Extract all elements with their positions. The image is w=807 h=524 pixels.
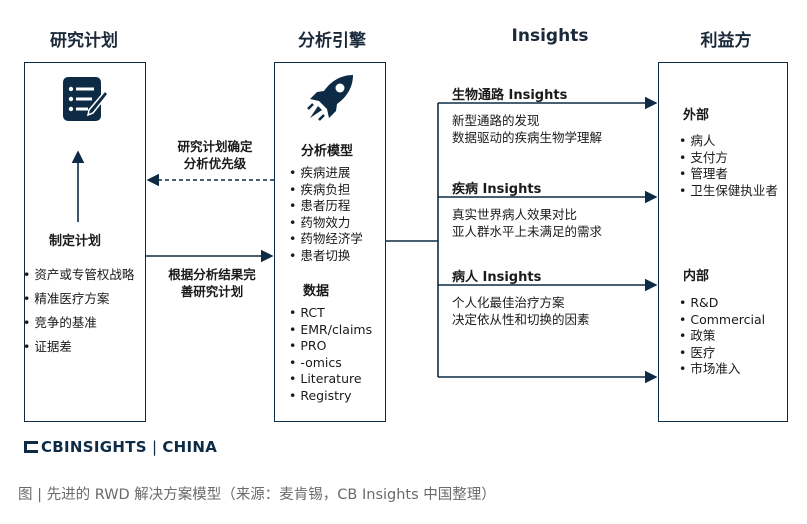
- list-item: • 患者历程: [289, 198, 351, 213]
- column-title-research: 研究计划: [50, 31, 118, 51]
- list-item: • Registry: [289, 387, 352, 403]
- list-item: • 药物经济学: [289, 231, 363, 246]
- figure-caption: 图 | 先进的 RWD 解决方案模型（来源：麦肯锡，CB Insights 中国…: [18, 487, 496, 503]
- list-item: • -omics: [289, 354, 342, 370]
- rocket-icon: [305, 71, 357, 123]
- list-item: • PRO: [289, 338, 327, 353]
- insight-body-pathway: 新型通路的发现 数据驱动的疾病生物学理解: [452, 113, 603, 145]
- insight-body-patient: 个人化最佳治疗方案 决定依从性和切换的因素: [452, 295, 590, 327]
- list-item: • 竞争的基准: [23, 315, 97, 330]
- list-item: • 卫生保健执业者: [679, 182, 778, 198]
- models-list: • 疾病进展 • 疾病负担 • 患者历程 • 药物效力 • 药物经济学 • 患者…: [289, 165, 363, 264]
- list-item: • 药物效力: [289, 214, 351, 230]
- list-item: • 资产或专管权战略: [23, 267, 135, 282]
- insight-title-patient: 病人 Insights: [452, 270, 542, 285]
- insight-title-pathway: 生物通路 Insights: [452, 88, 568, 103]
- list-item: • 支付方: [679, 149, 728, 165]
- external-title: 外部: [683, 108, 710, 123]
- arrow-label-refine: 根据分析结果完 善研究计划: [168, 267, 256, 299]
- column-title-engine: 分析引擎: [298, 31, 366, 51]
- models-title: 分析模型: [301, 144, 354, 159]
- arrow-label-priorities: 研究计划确定 分析优先级: [177, 139, 253, 171]
- list-item: • 市场准入: [679, 361, 741, 376]
- list-item: • 证据差: [23, 339, 72, 354]
- list-item: • RCT: [289, 305, 325, 320]
- list-item: • 政策: [679, 328, 716, 343]
- list-item: • 管理者: [679, 166, 728, 181]
- checklist-icon: [61, 75, 110, 123]
- analysis-engine-box: 分析模型 • 疾病进展 • 疾病负担 • 患者历程 • 药物效力 • 药物经济学…: [274, 62, 386, 422]
- list-item: • Commercial: [679, 311, 766, 327]
- data-title: 数据: [303, 284, 330, 299]
- list-item: • Literature: [289, 371, 362, 386]
- insight-body-disease: 真实世界病人效果对比 亚人群水平上未满足的需求: [452, 207, 603, 239]
- internal-list: • R&D • Commercial • 政策 • 医疗 • 市场准入: [679, 295, 765, 378]
- list-item: • 疾病负担: [289, 181, 351, 197]
- data-list: • RCT • EMR/claims • PRO • -omics • Lite…: [289, 305, 372, 404]
- list-item: • R&D: [679, 295, 719, 310]
- list-item: • EMR/claims: [289, 321, 373, 337]
- insight-title-disease: 疾病 Insights: [452, 182, 542, 197]
- list-item: • 医疗: [679, 344, 716, 360]
- list-item: • 病人: [679, 133, 716, 148]
- column-title-stakeholders: 利益方: [700, 31, 752, 51]
- logo-mark-icon: [24, 441, 38, 453]
- internal-title: 内部: [683, 269, 710, 284]
- plan-label: 制定计划: [49, 234, 102, 249]
- list-item: • 患者切换: [289, 247, 351, 263]
- stakeholders-box: 外部 • 病人 • 支付方 • 管理者 • 卫生保健执业者 内部 • R&D •…: [658, 62, 788, 422]
- list-item: • 精准医疗方案: [23, 291, 110, 306]
- column-title-insights: Insights: [511, 26, 589, 46]
- list-item: • 疾病进展: [289, 165, 351, 180]
- research-list: • 资产或专管权战略 • 精准医疗方案 • 竞争的基准 • 证据差: [23, 263, 134, 359]
- research-plan-box: 制定计划 • 资产或专管权战略 • 精准医疗方案 • 竞争的基准 • 证据差: [23, 62, 146, 422]
- cb-insights-logo: CBINSIGHTS | CHINA: [24, 438, 217, 456]
- external-list: • 病人 • 支付方 • 管理者 • 卫生保健执业者: [679, 133, 778, 199]
